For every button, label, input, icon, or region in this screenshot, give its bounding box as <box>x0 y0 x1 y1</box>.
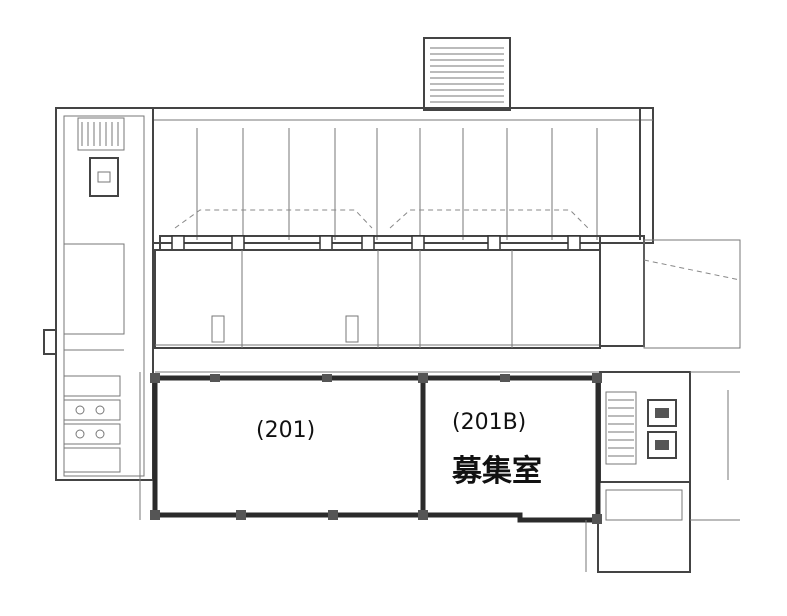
unit-201b-label: (201B) <box>452 410 527 435</box>
outer-edges <box>56 372 587 572</box>
upper-open-area <box>152 107 654 244</box>
middle-rooms <box>154 249 601 373</box>
top-exterior-stair <box>423 37 511 111</box>
unit-201-outline <box>150 373 426 520</box>
unit-201b-status: 募集室 <box>452 454 542 489</box>
right-stair-block <box>597 235 741 573</box>
left-service-block <box>43 107 154 481</box>
unit-201-label: (201) <box>256 418 316 443</box>
far-right-fragment <box>690 371 740 521</box>
unit-201b-outline <box>418 373 602 524</box>
